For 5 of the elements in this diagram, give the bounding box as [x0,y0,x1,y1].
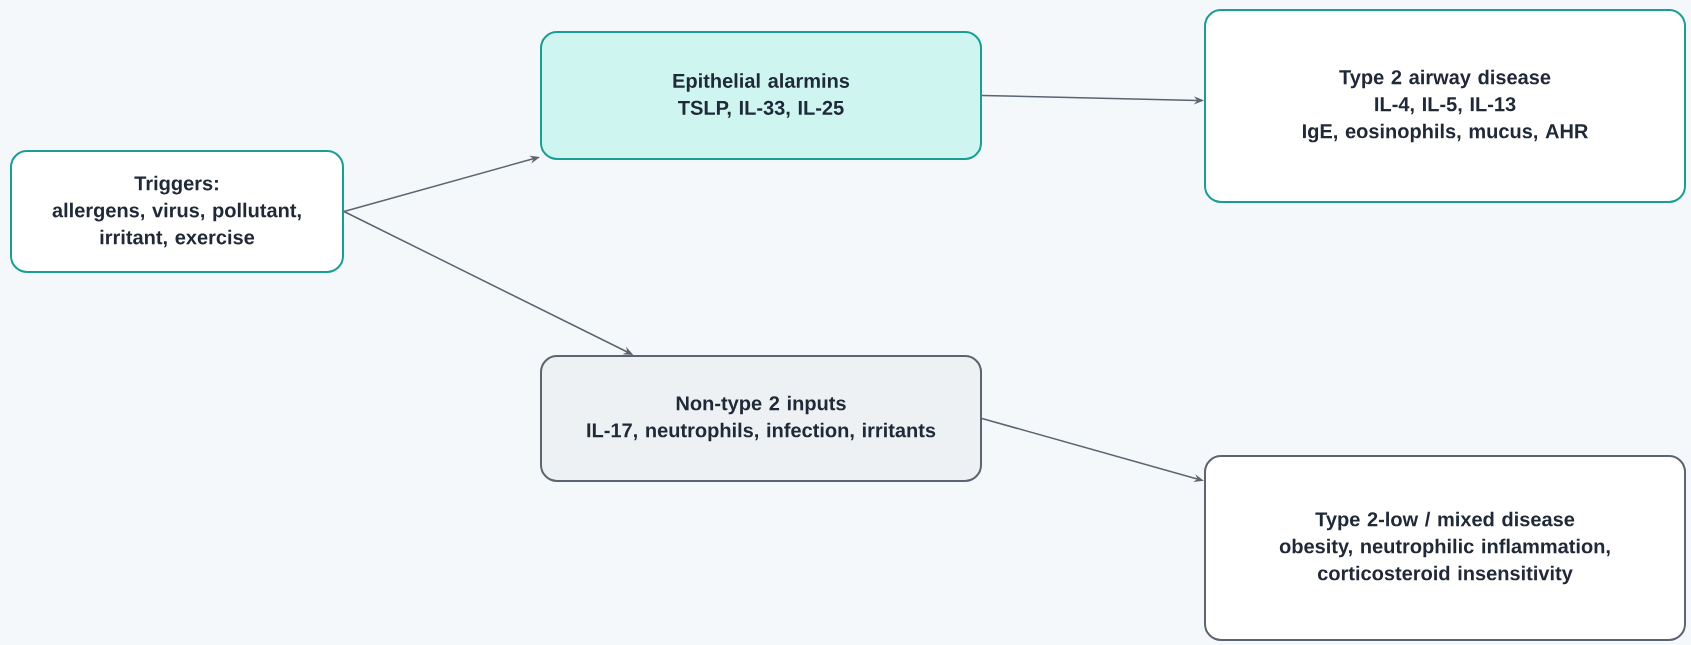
process-box: Epithelial alarmins TSLP, IL-33, IL-25 [540,31,982,160]
process-box: Triggers: allergens, virus, pollutant, irritant, exercise [10,150,344,273]
process-box: Type 2 airway disease IL-4, IL-5, IL-13 IgE, eosinophils, mucus, AHR [1204,9,1686,203]
process-box: Non-type 2 inputs IL-17, neutrophils, infection, irritants [540,355,982,482]
process-box: Type 2-low / mixed disease obesity, neutrophilic inflammation, corticosteroid insensitivity [1204,455,1686,641]
